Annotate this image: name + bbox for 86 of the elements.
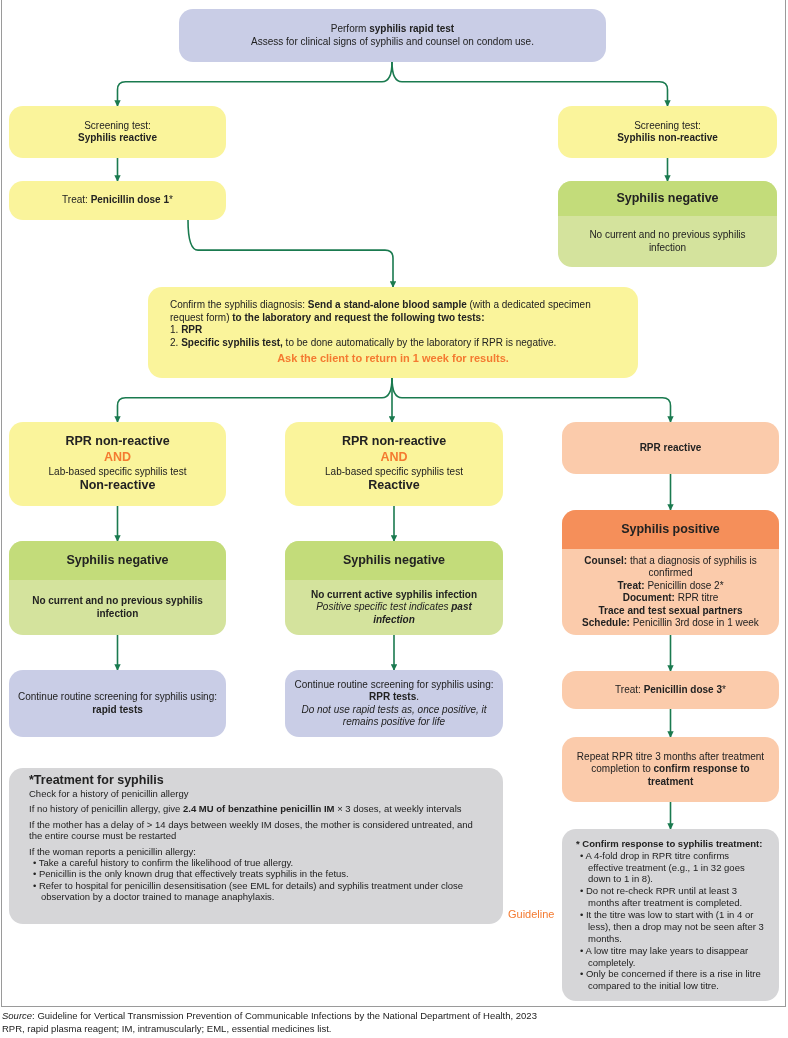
card-heading: Syphilis negative [285,541,503,580]
footnote-text: RPR, rapid plasma reagent; IM, intramuscularly; EML, essential medicines list. [2,1023,332,1034]
box-text: Counsel: that a diagnosis of syphilis is confirmed [583,554,758,580]
box-text: Lab-based specific syphilis test [324,465,464,479]
arrow [187,219,397,288]
bullet-text: • A 4-fold drop in RPR titre confirms effective treatment (e.g., 1 in 32 goes down to 1 in 8). [579,849,746,886]
note-card [562,829,779,1001]
box-text: RPR non-reactive [340,434,448,450]
box-text: Positive specific test indicates past infection [315,601,473,627]
box-text: Continue routine screening for syphilis using: rapid tests [17,691,218,716]
box-text: Schedule: Penicillin 3rd dose in 1 week [581,617,760,630]
bullet-text: • Penicillin is the only known drug that effectively treats syphilis in the fetus. [32,868,350,880]
arrow [667,801,674,830]
card-heading: Syphilis positive [562,510,779,549]
result-box [9,106,226,158]
box-text: No current and no previous syphilis infection [31,595,204,620]
action-box [285,670,503,737]
box-text: Treat: Penicillin dose 1* [61,194,174,207]
box-text: If the mother has a delay of > 14 days between weekly IM doses, the mother is considered untreated, and the entire course must be restarted [28,818,474,842]
arrow [391,61,671,107]
treatment-box [562,671,779,709]
outcome-card [562,510,779,635]
note-card [9,768,503,924]
bullet-text: • Do not re-check RPR until at least 3 months after treatment is completed. [579,885,744,910]
box-text: Reactive [367,478,421,494]
bullet-text: • Take a careful history to confirm the likelihood of true allergy. [32,856,295,869]
arrow [114,505,121,542]
result-box [9,422,226,506]
outcome-card [9,541,226,635]
result-box [562,422,779,474]
box-text: No current and no previous syphilis infection [588,229,747,254]
bullet-text: • Refer to hospital for penicillin desensitisation (see EML for details) and syphilis treatment under close observation by a doctor trained to manage anaphylaxis. [32,879,465,903]
source-caption: Source: Guideline for Vertical Transmission Prevention of Communicable Infections by the National Department of Health, 2023 [2,1010,537,1021]
instruction-box [148,287,638,378]
box-text: No current active syphilis infection [309,588,479,602]
arrow [391,377,674,423]
box-text: RPR non-reactive [64,434,171,450]
arrow [667,708,674,738]
action-box [562,737,779,802]
arrow [664,157,671,182]
box-text: Confirm the syphilis diagnosis: Send a stand-alone blood sample (with a dedicated specimen request form) to the laboratory and request the following two tests: [169,299,592,325]
bullet-text: • It the titre was low to start with (1 in 4 or less), then a drop may not be seen after 3 months. [579,909,765,945]
box-text: Syphilis reactive [77,132,158,145]
box-text: 1. RPR [169,324,204,337]
box-text: If the woman reports a penicillin allergy: [28,845,197,857]
box-text: Treat: Penicillin dose 3* [614,683,727,697]
result-box [558,106,777,158]
box-text: RPR reactive [638,441,703,455]
guideline-text: Guideline [508,908,555,920]
card-heading: Syphilis negative [558,181,777,216]
box-text: Ask the client to return in 1 week for results. [276,352,510,366]
note-heading: * Confirm response to syphilis treatment: [575,837,764,850]
box-text: Assess for clinical signs of syphilis and counsel on condom use. [250,35,535,48]
arrow [114,157,121,182]
arrow [667,473,674,511]
box-text: Do not use rapid tests as, once positive, it remains positive for life [300,703,488,729]
card-heading: Syphilis negative [9,541,226,580]
box-text: Check for a history of penicillin allergy [28,788,190,800]
result-box [285,422,503,506]
box-text: AND [102,449,133,466]
box-text: Repeat RPR titre 3 months after treatment completion to confirm response to treatment [575,750,766,789]
action-box [9,670,226,737]
outcome-card [285,541,503,635]
note-heading: *Treatment for syphilis [28,773,165,788]
bullet-text: • Only be concerned if there is a rise in litre compared to the initial low titre. [579,968,762,993]
bullet-text: • A low titre may lake years to disappear completely. [579,944,750,969]
process-box [179,9,606,62]
box-text: 2. Specific syphilis test, to be done automatically by the laboratory if RPR is negative. [169,336,558,350]
treatment-box [9,181,226,220]
outcome-card [558,181,777,267]
box-text: Syphilis non-reactive [616,132,719,145]
arrow [390,634,398,671]
arrow [667,634,674,672]
arrow [114,634,121,671]
box-text: AND [379,449,409,466]
box-text: Screening test: [633,119,702,132]
box-text: Treat: Penicillin dose 2* [616,579,725,592]
box-text: Lab-based specific syphilis test [47,465,188,479]
arrow [390,505,398,542]
box-text: Perform syphilis rapid test [329,23,456,36]
box-text: Continue routine screening for syphilis using: RPR tests. [293,678,495,704]
box-text: If no history of penicillin allergy, give 2.4 MU of benzathine penicillin IM × 3 doses, at weekly intervals [28,803,463,815]
box-text: Trace and test sexual partners [597,604,744,617]
box-text: Document: RPR titre [621,592,720,605]
box-text: Non-reactive [78,478,157,494]
box-text: Screening test: [83,119,152,132]
